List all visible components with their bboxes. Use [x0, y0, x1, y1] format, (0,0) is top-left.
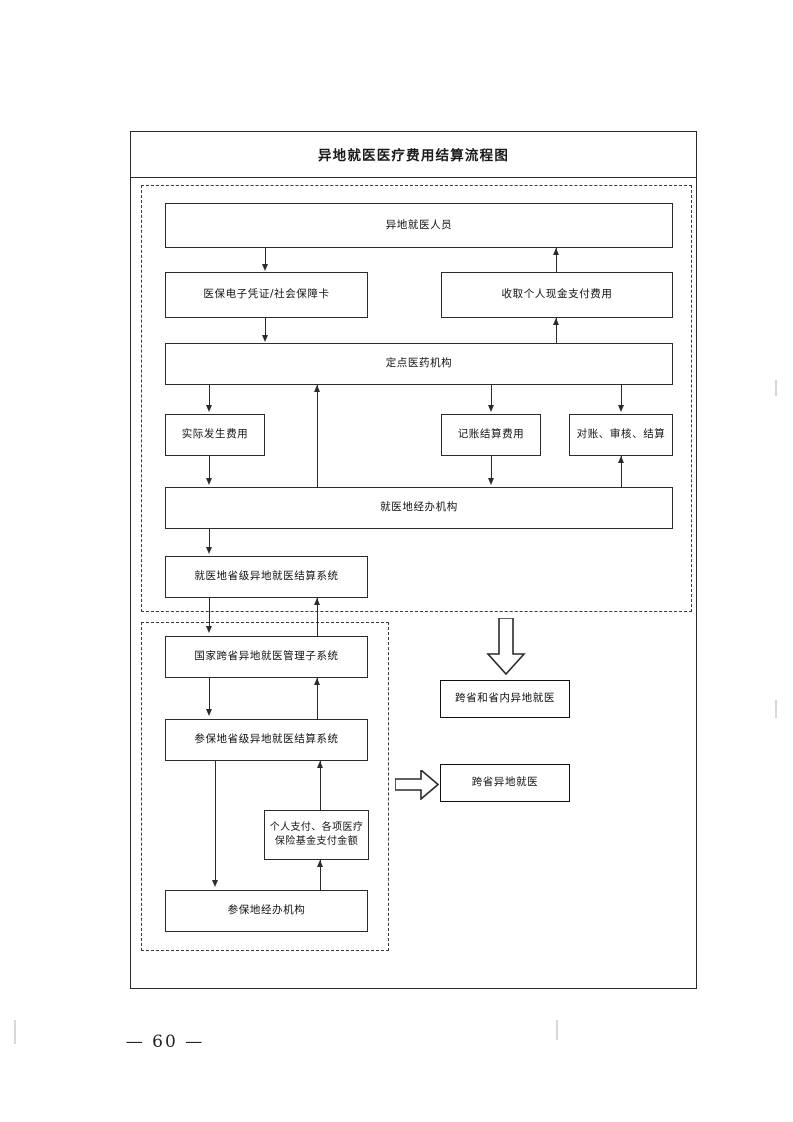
scan-speckle [775, 380, 777, 396]
arrowhead-down-actualcost [205, 405, 212, 412]
node-insured-province-system[interactable]: 参保地省级异地就医结算系统 [165, 719, 368, 761]
block-arrow-right-icon [395, 770, 439, 800]
arrowhead-down-provincesys [205, 547, 212, 554]
node-person[interactable]: 异地就医人员 [165, 203, 673, 248]
node-cash-collect[interactable]: 收取个人现金支付费用 [441, 272, 673, 318]
arrowhead-up-institution [313, 385, 320, 392]
region-insured-area [141, 622, 389, 951]
arrowhead-down-agency-left [205, 478, 212, 485]
scan-speckle [775, 700, 777, 718]
node-actual-cost[interactable]: 实际发生费用 [165, 414, 265, 456]
connector-agency-to-reconcile [621, 456, 623, 487]
connector-accountsettle-to-agency [491, 456, 493, 478]
connector-agency-to-institution [317, 385, 319, 487]
connector-provincesys-to-nationalsys [209, 598, 211, 627]
node-payment-amount[interactable]: 个人支付、各项医疗保险基金支付金额 [264, 810, 369, 860]
connector-institution-to-actualcost [209, 385, 211, 406]
arrowhead-down-accountsettle [487, 405, 494, 412]
connector-insuredagency-to-paymentamount [320, 860, 322, 890]
arrowhead-down-agency-mid [487, 478, 494, 485]
connector-institution-to-cash [556, 318, 558, 343]
node-treatment-agency[interactable]: 就医地经办机构 [165, 487, 673, 529]
connector-nationalsys-to-provincesys [317, 598, 319, 636]
scan-speckle [556, 1020, 558, 1040]
node-reconcile[interactable]: 对账、审核、结算 [569, 414, 673, 456]
arrowhead-down-nationalsys [205, 626, 212, 633]
page-title: 异地就医医疗费用结算流程图 [317, 148, 510, 164]
block-arrow-down-icon [486, 618, 526, 676]
connector-nationalsys-to-insuredsys [209, 678, 211, 709]
arrowhead-up-provincesys [313, 598, 320, 605]
node-treatment-province-system[interactable]: 就医地省级异地就医结算系统 [165, 556, 368, 598]
arrowhead-up-paymentamount [316, 860, 323, 867]
node-insured-agency[interactable]: 参保地经办机构 [165, 890, 368, 932]
node-institution[interactable]: 定点医药机构 [165, 343, 673, 385]
connector-cash-to-person [556, 248, 558, 273]
arrowhead-up-nationalsys [313, 678, 320, 685]
node-national-system[interactable]: 国家跨省异地就医管理子系统 [165, 636, 368, 678]
connector-paymentamount-to-insuredsys [320, 761, 322, 810]
page-number: — 60 — [125, 1032, 205, 1052]
arrowhead-up-insuredsys [316, 761, 323, 768]
arrowhead-down-reconcile [617, 405, 624, 412]
arrowhead-up-cash [552, 318, 559, 325]
connector-institution-to-accountsettle [491, 385, 493, 406]
connector-institution-to-reconcile [621, 385, 623, 406]
arrowhead-up-reconcile [617, 456, 624, 463]
connector-insuredsys-to-nationalsys [317, 678, 319, 719]
connector-insuredsys-to-insuredagency [215, 761, 217, 881]
arrowhead-down-insuredsys [205, 709, 212, 716]
node-scope-cross-and-intra[interactable]: 跨省和省内异地就医 [440, 680, 570, 718]
arrowhead-down-credential [261, 264, 268, 271]
diagram-title-bar: 异地就医医疗费用结算流程图 [130, 131, 697, 178]
node-account-settle[interactable]: 记账结算费用 [441, 414, 541, 456]
connector-credential-to-institution [265, 318, 267, 336]
region-treatment-area [141, 185, 692, 612]
connector-agency-to-provincesys [209, 529, 211, 548]
arrowhead-up-person [552, 248, 559, 255]
arrowhead-down-insuredagency [211, 880, 218, 887]
node-credential[interactable]: 医保电子凭证/社会保障卡 [165, 272, 368, 318]
node-scope-cross-province[interactable]: 跨省异地就医 [440, 764, 570, 802]
diagram-outer-frame [130, 131, 697, 989]
arrowhead-down-institution [261, 335, 268, 342]
scan-speckle [14, 1020, 16, 1044]
connector-actualcost-to-agency [209, 456, 211, 478]
connector-person-to-credential [265, 248, 267, 265]
